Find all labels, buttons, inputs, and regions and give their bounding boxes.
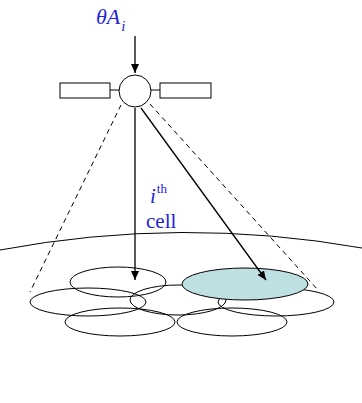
panel-arm [151, 90, 160, 91]
cell-ellipse [70, 267, 166, 297]
cell-index-superscript: th [157, 182, 167, 195]
coverage-line [30, 105, 121, 292]
panel-arm [110, 90, 119, 91]
beam-arrow [134, 108, 135, 280]
satellite-body [119, 75, 151, 107]
coverage-line [150, 104, 318, 290]
earth-horizon [0, 232, 362, 250]
solar-panel [60, 83, 110, 98]
highlighted-cell [182, 268, 308, 300]
cell-ellipse [177, 308, 287, 336]
input-arrow [134, 36, 135, 73]
input-symbol: θA [96, 6, 120, 28]
cell-ellipse [30, 288, 146, 316]
input-subscript: i [121, 19, 125, 34]
beam-arrow [141, 108, 266, 280]
cell-index: i [150, 186, 156, 207]
cell-word: cell [146, 211, 176, 232]
cell-ellipse [65, 308, 175, 336]
solar-panel [160, 83, 211, 98]
